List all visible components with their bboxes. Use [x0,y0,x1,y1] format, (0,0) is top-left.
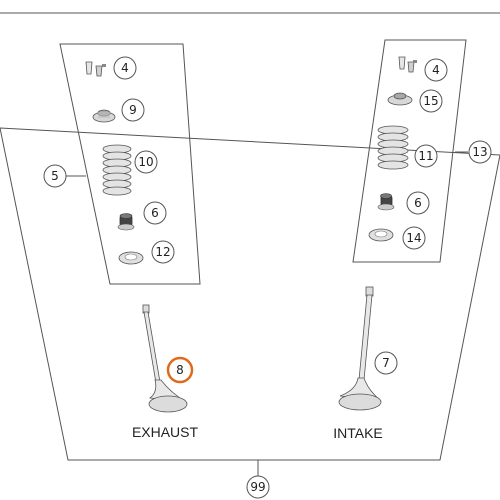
svg-text:11: 11 [418,149,433,163]
callout-12[interactable]: 12 [151,240,175,264]
valve-keeper-part-left [85,61,106,77]
spring-seat-washer-left [118,251,144,265]
exhaust-label: EXHAUST [132,424,199,440]
svg-text:4: 4 [432,63,440,77]
intake-valve-part [338,286,382,411]
valve-spring-part-left [102,144,132,196]
svg-text:99: 99 [250,480,265,494]
callout-9[interactable]: 9 [121,98,145,122]
svg-text:13: 13 [472,145,487,159]
valve-stem-seal-part-right [377,193,395,211]
svg-text:12: 12 [155,245,170,259]
callout-15[interactable]: 15 [419,89,443,113]
svg-text:4: 4 [121,61,129,75]
intake-label: INTAKE [333,425,383,441]
svg-text:14: 14 [406,231,421,245]
spring-seat-washer-right [368,228,394,242]
spring-retainer-part-right [387,92,413,106]
callout-7[interactable]: 7 [374,351,398,375]
svg-text:6: 6 [414,196,422,210]
svg-text:10: 10 [138,155,153,169]
callout-10[interactable]: 10 [134,150,158,174]
callout-4-left[interactable]: 4 [113,56,137,80]
callout-6-right[interactable]: 6 [406,191,430,215]
callout-8-highlighted[interactable]: 8 [166,356,194,384]
svg-text:5: 5 [51,169,59,183]
intake-kit-panel [352,39,467,263]
exhaust-valve-part [142,304,188,413]
callout-13[interactable]: 13 [468,140,492,164]
callout-5[interactable]: 5 [43,164,67,188]
valve-spring-part-right [377,125,409,170]
callout-11[interactable]: 11 [414,144,438,168]
valve-stem-seal-part-left [117,213,135,231]
svg-text:9: 9 [129,103,137,117]
svg-text:15: 15 [423,94,438,108]
callout-6-left[interactable]: 6 [143,201,167,225]
spring-retainer-part [92,109,116,123]
svg-text:6: 6 [151,206,159,220]
exhaust-kit-panel [59,43,201,285]
valve-keeper-part-right [398,56,417,73]
callout-14[interactable]: 14 [402,226,426,250]
assembly-frame [0,127,500,461]
svg-text:8: 8 [176,363,184,377]
callout-4-right[interactable]: 4 [424,58,448,82]
callout-99[interactable]: 99 [246,475,270,499]
svg-text:7: 7 [382,356,390,370]
